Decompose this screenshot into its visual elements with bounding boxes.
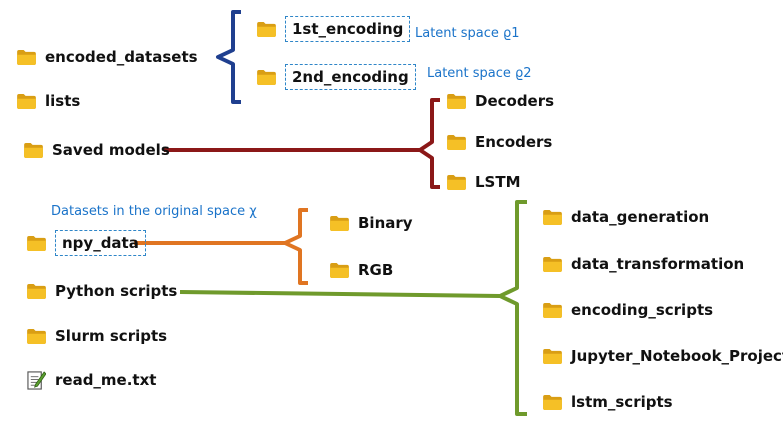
folder-lstm-scripts[interactable]: lstm_scripts <box>543 393 673 411</box>
folder-rgb[interactable]: RGB <box>330 261 393 279</box>
folder-icon <box>543 394 562 410</box>
npy-data-brace <box>283 208 308 285</box>
folder-icon <box>27 328 46 344</box>
text-file-icon <box>27 371 46 390</box>
folder-label: data_generation <box>571 208 710 226</box>
folder-saved-models[interactable]: Saved models <box>24 141 170 159</box>
folder-label: data_transformation <box>571 255 745 273</box>
folder-label: lstm_scripts <box>571 393 673 411</box>
folder-icon <box>17 93 36 109</box>
folder-binary[interactable]: Binary <box>330 214 413 232</box>
folder-icon <box>543 302 562 318</box>
saved-models-brace <box>418 98 440 189</box>
folder-2nd-encoding[interactable]: 2nd_encoding <box>257 64 416 90</box>
folder-jupyter-notebook-project[interactable]: Jupyter_Notebook_Project <box>543 347 783 365</box>
folder-label: 2nd_encoding <box>285 64 416 90</box>
folder-label: 1st_encoding <box>285 16 411 42</box>
original-space-note: Datasets in the original space χ <box>51 204 257 219</box>
latent-space-2-note: Latent space ϱ2 <box>427 66 532 81</box>
folder-label: Saved models <box>52 141 170 159</box>
folder-label: Python scripts <box>55 282 178 300</box>
folder-label: Binary <box>358 214 413 232</box>
folder-icon <box>17 49 36 65</box>
python-scripts-brace <box>498 200 527 416</box>
folder-decoders[interactable]: Decoders <box>447 92 554 110</box>
folder-icon <box>447 134 466 150</box>
folder-label: Decoders <box>475 92 555 110</box>
folder-python-scripts[interactable]: Python scripts <box>27 282 177 300</box>
folder-label: LSTM <box>475 173 521 191</box>
python-scripts-connector <box>179 290 501 298</box>
folder-encoders[interactable]: Encoders <box>447 133 552 151</box>
folder-icon <box>27 283 46 299</box>
folder-label: lists <box>45 92 81 110</box>
folder-1st-encoding[interactable]: 1st_encoding <box>257 16 411 42</box>
folder-icon <box>543 348 562 364</box>
file-read-me[interactable]: read_me.txt <box>27 370 156 390</box>
folder-icon <box>543 209 562 225</box>
folder-lists[interactable]: lists <box>17 92 80 110</box>
folder-lstm[interactable]: LSTM <box>447 173 521 191</box>
folder-icon <box>257 21 276 37</box>
folder-icon <box>24 142 43 158</box>
file-label: read_me.txt <box>55 371 157 389</box>
folder-data-transformation[interactable]: data_transformation <box>543 255 744 273</box>
folder-icon <box>543 256 562 272</box>
folder-slurm-scripts[interactable]: Slurm scripts <box>27 327 167 345</box>
folder-label: Encoders <box>475 133 553 151</box>
folder-encoded-datasets[interactable]: encoded_datasets <box>17 48 198 66</box>
folder-npy-data[interactable]: npy_data <box>27 230 146 256</box>
folder-label: npy_data <box>55 230 146 256</box>
folder-encoding-scripts[interactable]: encoding_scripts <box>543 301 713 319</box>
encoded-datasets-brace <box>216 10 241 104</box>
folder-label: encoding_scripts <box>571 301 714 319</box>
folder-icon <box>447 93 466 109</box>
folder-label: Jupyter_Notebook_Project <box>571 347 783 365</box>
folder-icon <box>330 262 349 278</box>
folder-icon <box>257 69 276 85</box>
folder-label: encoded_datasets <box>45 48 198 66</box>
folder-icon <box>330 215 349 231</box>
folder-icon <box>27 235 46 251</box>
folder-label: RGB <box>358 261 394 279</box>
latent-space-1-note: Latent space ϱ1 <box>415 26 520 41</box>
folder-icon <box>447 174 466 190</box>
folder-label: Slurm scripts <box>55 327 168 345</box>
folder-data-generation[interactable]: data_generation <box>543 208 709 226</box>
